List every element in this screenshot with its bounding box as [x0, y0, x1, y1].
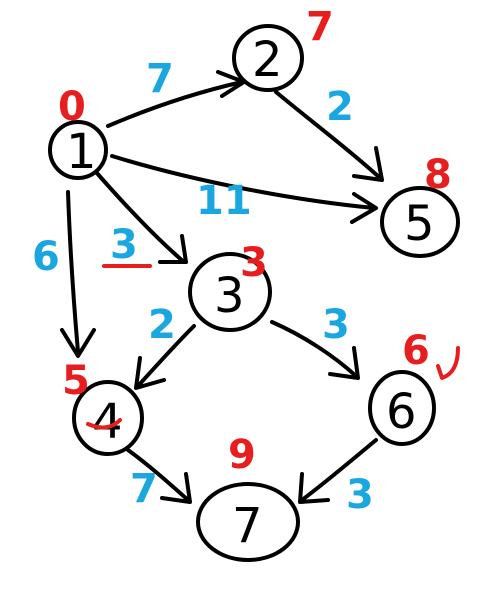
edge-6-7: [298, 438, 378, 504]
node-1-label: 1: [66, 124, 97, 180]
weight-1-4: 6: [32, 234, 60, 280]
node-3: 3: [188, 252, 272, 332]
edge-3-6-line: [270, 320, 358, 378]
edge-1-4-line: [66, 190, 80, 354]
weight-1-5: 11: [196, 178, 252, 224]
weight-4-7: 7: [130, 466, 158, 512]
node-5-label: 5: [404, 196, 435, 252]
node-6-label: 6: [386, 384, 417, 440]
node-6-circle: [368, 370, 436, 446]
edge-1-3: [94, 170, 188, 264]
edge-1-5-line: [110, 154, 376, 210]
distance-node-6: 6: [402, 328, 430, 374]
edge-4-7-arrowhead: [160, 472, 192, 504]
node-4-circle: [72, 380, 144, 456]
distance-node-2: 7: [306, 4, 334, 50]
node-5-circle: [380, 186, 460, 258]
node-7-circle: [196, 482, 300, 562]
edge-3-6-arrowhead: [328, 346, 360, 380]
edge-1-4-arrowhead: [60, 328, 96, 358]
edge-1-5: [110, 154, 378, 224]
distance-node-5: 8: [424, 152, 452, 198]
weight-1-2: 7: [146, 56, 174, 102]
edge-3-4-arrowhead: [134, 356, 166, 390]
edge-1-5-arrowhead: [350, 192, 378, 224]
weight-3-4: 2: [148, 302, 176, 348]
distance-node-3: 3: [240, 240, 268, 286]
edge-1-4: [60, 190, 96, 358]
red-node4-scratch: [86, 418, 122, 430]
node-5: 5: [380, 186, 460, 258]
weight-6-7: 3: [346, 472, 374, 518]
weight-2-5: 2: [326, 84, 354, 130]
edge-1-2-line: [106, 80, 244, 128]
node-3-circle: [188, 252, 272, 332]
edge-3-4-line: [136, 324, 196, 388]
edge-4-7-line: [126, 448, 190, 502]
edge-1-3-arrowhead: [158, 234, 188, 264]
edge-3-4: [134, 324, 196, 390]
edge-2-5-line: [274, 90, 382, 180]
edge-6-7-line: [300, 438, 378, 502]
node-1: 1: [48, 120, 108, 180]
weight-1-3: 3: [110, 222, 138, 268]
edge-2-5-arrowhead: [352, 146, 384, 182]
edge-6-7-arrowhead: [298, 472, 330, 504]
node-6: 6: [368, 370, 436, 446]
edge-3-6: [270, 320, 360, 380]
edge-4-7: [126, 448, 192, 504]
edge-1-3-line: [94, 170, 186, 264]
node-7: 7: [196, 482, 300, 562]
edge-1-2: [106, 70, 246, 128]
node-2-circle: [232, 24, 304, 92]
node-2-label: 2: [252, 32, 283, 88]
distance-node-7: 9: [228, 432, 256, 478]
red-check-mark: [436, 346, 460, 380]
node-1-circle: [48, 120, 108, 180]
distance-node-1: 0: [58, 84, 86, 130]
node-2: 2: [232, 24, 304, 92]
weight-3-6: 3: [322, 302, 350, 348]
node-3-label: 3: [214, 268, 245, 324]
node-7-label: 7: [232, 498, 263, 554]
distance-node-4: 5: [62, 358, 90, 404]
edge-2-5: [274, 90, 384, 182]
